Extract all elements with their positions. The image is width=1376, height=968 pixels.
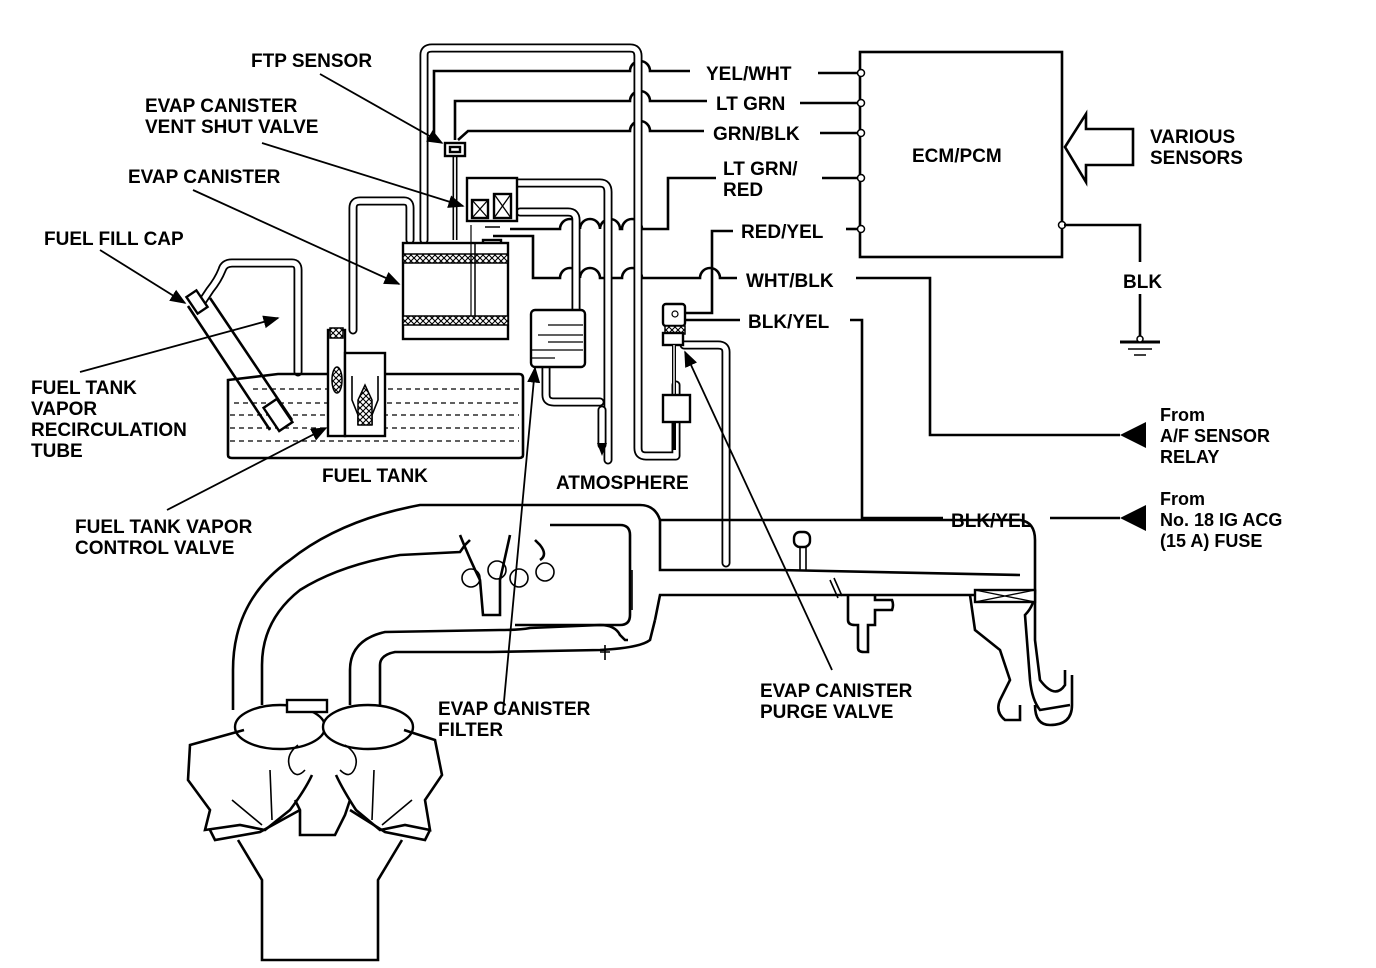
wire-blk-yel-upper-label: BLK/YEL [748, 312, 830, 333]
fuel-fill-neck [184, 288, 295, 433]
wire-red-yel-label: RED/YEL [741, 222, 824, 243]
intake-manifold [231, 503, 1074, 727]
wire-lt-grn-red-label-1: LT GRN/ [723, 159, 798, 180]
wire-yel-wht [432, 59, 690, 136]
fuel-tank [226, 327, 525, 460]
recirculation-tube-label-1: FUEL TANK [31, 378, 137, 399]
various-sensors-label-2: SENSORS [1150, 148, 1243, 169]
af-relay-label-1: From [1160, 405, 1205, 425]
wire-lt-grn [453, 89, 707, 140]
hoses [195, 43, 731, 568]
wire-af-relay [856, 276, 1120, 437]
vapor-control-valve-label-1: FUEL TANK VAPOR [75, 517, 253, 538]
ftp-sensor-label: FTP SENSOR [251, 51, 372, 72]
canister-filter-label-2: FILTER [438, 720, 503, 741]
various-sensors-label-1: VARIOUS [1150, 127, 1235, 148]
fuse-label-1: From [1160, 489, 1205, 509]
wire-grn-blk [457, 119, 704, 141]
purge-valve [661, 302, 692, 450]
wire-wht-blk-label: WHT/BLK [746, 271, 834, 292]
wire-lt-grn-label: LT GRN [716, 94, 785, 115]
recirculation-tube-label-3: RECIRCULATION [31, 420, 187, 441]
atmosphere-label: ATMOSPHERE [556, 473, 689, 494]
af-relay-label-3: RELAY [1160, 447, 1219, 467]
wire-grn-blk-label: GRN/BLK [713, 124, 800, 145]
purge-valve-label-2: PURGE VALVE [760, 702, 893, 723]
wire-blk-yel-run [850, 318, 943, 520]
ftp-sensor [443, 141, 467, 158]
fuel-tank-label: FUEL TANK [322, 466, 428, 487]
leader-lines [79, 73, 833, 713]
canister-filter-label-1: EVAP CANISTER [438, 699, 591, 720]
various-sensors-arrow-icon [1063, 109, 1135, 187]
wire-red-yel [675, 229, 733, 315]
evap-canister-label: EVAP CANISTER [128, 167, 281, 188]
wire-blk-label: BLK [1123, 272, 1162, 293]
recirculation-tube-label-4: TUBE [31, 441, 83, 462]
ecm-pcm-label: ECM/PCM [912, 146, 1002, 167]
engine [186, 698, 444, 962]
fuse-label-3: (15 A) FUSE [1160, 531, 1262, 551]
vent-shut-valve-label-1: EVAP CANISTER [145, 96, 298, 117]
recirculation-tube-label-2: VAPOR [31, 399, 97, 420]
evap-canister [401, 225, 510, 341]
vent-shut-valve [465, 176, 519, 247]
wire-blk-yel-lower-label: BLK/YEL [951, 511, 1033, 532]
fuse-label-2: No. 18 IG ACG [1160, 510, 1282, 530]
wire-wht-blk [493, 234, 737, 280]
vapor-control-valve-label-2: CONTROL VALVE [75, 538, 234, 559]
evap-canister-filter-box [529, 308, 587, 369]
vent-shut-valve-label-2: VENT SHUT VALVE [145, 117, 318, 138]
fuse-source-arrow-icon [1120, 505, 1146, 531]
af-relay-label-2: A/F SENSOR [1160, 426, 1270, 446]
af-relay-source-arrow-icon [1120, 422, 1146, 448]
fuel-fill-cap-label: FUEL FILL CAP [44, 229, 184, 250]
ecm-pcm-module: ECM/PCM [856, 50, 1067, 259]
purge-valve-label-1: EVAP CANISTER [760, 681, 913, 702]
wire-lt-grn-red-label-2: RED [723, 180, 763, 201]
wire-yel-wht-label: YEL/WHT [706, 64, 792, 85]
ground-wire [1064, 223, 1160, 356]
